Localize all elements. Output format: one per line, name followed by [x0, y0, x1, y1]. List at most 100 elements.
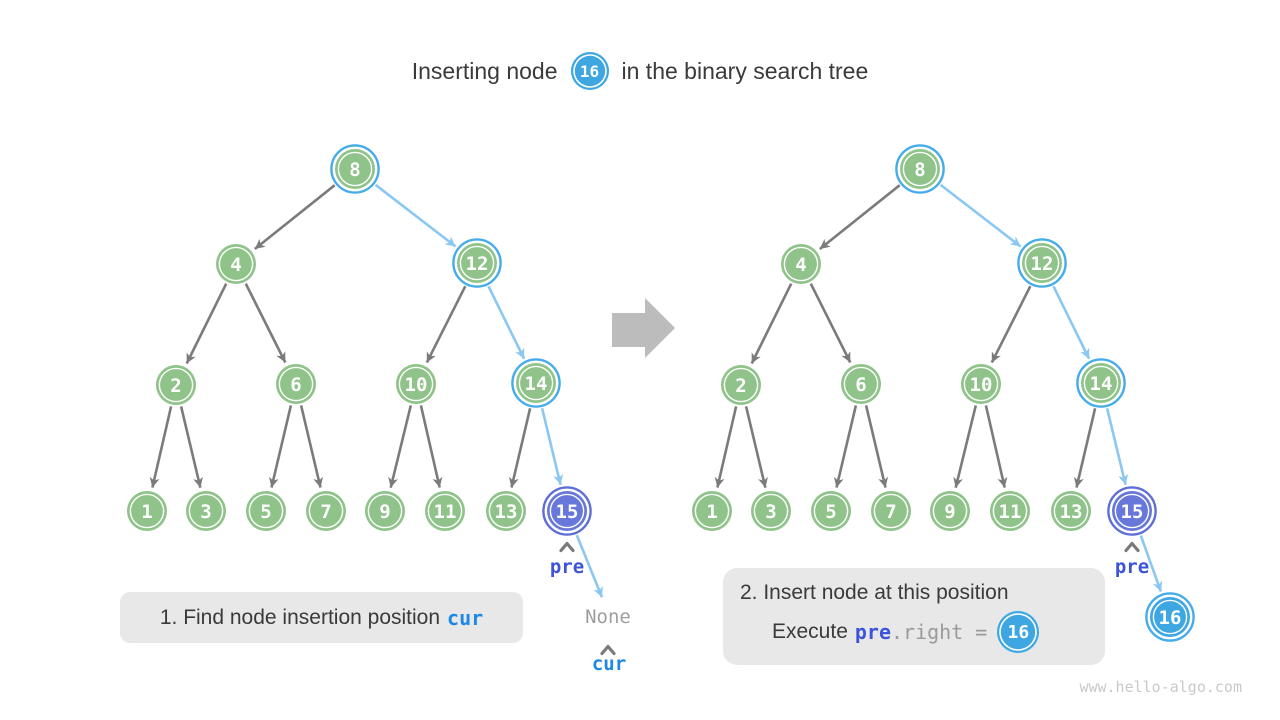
caret-up-icon	[600, 644, 616, 656]
tree-after-node-1: 1	[692, 491, 732, 531]
caption-step2: 2. Insert node at this position Execute …	[723, 568, 1105, 665]
svg-text:12: 12	[1031, 253, 1054, 275]
tree-before-edge-4-2	[185, 283, 228, 365]
tree-after-node-7: 7	[871, 491, 911, 531]
caption-step1-code-cur: cur	[447, 605, 484, 630]
figure-title: Inserting node 16 in the binary search t…	[0, 51, 1280, 91]
caption-step2-line1: 2. Insert node at this position	[740, 581, 1009, 604]
svg-text:9: 9	[379, 501, 390, 523]
svg-text:8: 8	[349, 159, 360, 181]
svg-text:4: 4	[230, 254, 241, 276]
title-node-badge: 16	[570, 52, 609, 90]
svg-text:14: 14	[525, 373, 548, 395]
tree-before-node-7: 7	[306, 491, 346, 531]
svg-text:3: 3	[765, 501, 776, 523]
svg-text:13: 13	[1060, 501, 1083, 523]
tree-before-edge-12-10	[425, 285, 467, 364]
svg-text:12: 12	[466, 253, 489, 275]
svg-text:5: 5	[825, 501, 836, 523]
tree-after-edge-10-11	[984, 405, 1008, 488]
svg-text:16: 16	[1159, 607, 1182, 629]
tree-after-edge-8-12	[939, 183, 1022, 248]
svg-text:7: 7	[320, 501, 331, 523]
tree-before-node-13: 13	[486, 491, 526, 531]
tree-before-edge-12-14	[487, 285, 526, 360]
tree-before-node-15: 15	[542, 486, 592, 536]
tree-after-node-8: 8	[895, 144, 945, 194]
title-node-badge-value: 16	[579, 61, 600, 81]
tree-after-node-4: 4	[781, 244, 821, 284]
caption-step2-execute: Execute	[772, 620, 848, 643]
tree-after-node-14: 14	[1076, 358, 1126, 408]
tree-after-edge-12-14	[1052, 285, 1091, 360]
caption-step2-node-badge-value: 16	[1007, 621, 1030, 643]
tree-after-node-16: 16	[1145, 592, 1195, 642]
tree-after-node-15: 15	[1107, 486, 1157, 536]
svg-text:4: 4	[795, 254, 806, 276]
tree-before-edge-8-12	[374, 183, 457, 248]
tree-before-edge-6-7	[299, 405, 324, 488]
tree-after-edge-14-15	[1105, 407, 1129, 486]
tree-before-node-6: 6	[276, 364, 316, 404]
tree-after-edge-6-5	[833, 405, 858, 488]
tree-after-node-3: 3	[751, 491, 791, 531]
caption-step1: 1. Find node insertion position cur	[120, 592, 523, 643]
tree-after-node-2: 2	[721, 365, 761, 405]
tree-before-edge-6-5	[268, 405, 293, 488]
svg-text:9: 9	[944, 501, 955, 523]
svg-text:15: 15	[556, 501, 579, 523]
tree-after-edge-8-4	[818, 184, 901, 251]
tree-after-node-6: 6	[841, 364, 881, 404]
tree-after-node-13: 13	[1051, 491, 1091, 531]
tree-before-node-8: 8	[330, 144, 380, 194]
svg-text:14: 14	[1090, 373, 1113, 395]
tree-after-node-10: 10	[961, 364, 1001, 404]
tree-before-edge-4-6	[244, 283, 287, 364]
svg-text:1: 1	[706, 501, 717, 523]
tree-after-edge-2-3	[744, 406, 768, 489]
caption-step2-line2: Execute pre .right = 16	[772, 611, 1105, 653]
tree-after-edge-6-7	[864, 405, 889, 488]
tree-before-edge-8-4	[253, 184, 336, 251]
caption-step1-text: 1. Find node insertion position	[159, 605, 441, 629]
svg-text:5: 5	[260, 501, 271, 523]
svg-text:11: 11	[999, 501, 1022, 523]
tree-after-node-12: 12	[1017, 238, 1067, 288]
tree-before-edge-14-15	[540, 407, 564, 486]
title-text-prefix: Inserting node	[411, 57, 558, 84]
caption-step2-code-pre: pre	[854, 620, 892, 644]
tree-after-node-5: 5	[811, 491, 851, 531]
tree-after-edge-15-16	[1139, 535, 1163, 593]
svg-text:6: 6	[290, 374, 301, 396]
svg-text:2: 2	[735, 375, 746, 397]
tree-before-label-pre: pre	[550, 556, 584, 578]
tree-before-edge-10-9	[388, 405, 413, 489]
caret-up-icon	[1124, 541, 1140, 553]
svg-text:8: 8	[914, 159, 925, 181]
tree-before-edge-15-none	[575, 534, 604, 598]
caption-step2-node-badge: 16	[997, 611, 1040, 653]
tree-before-edge-10-11	[419, 405, 443, 488]
tree-after-edge-2-1	[714, 406, 738, 488]
tree-after-node-11: 11	[990, 491, 1030, 531]
svg-text:10: 10	[970, 374, 993, 396]
tree-before-edge-2-3	[179, 406, 203, 489]
svg-text:13: 13	[495, 501, 518, 523]
tree-after-edge-12-10	[990, 285, 1032, 364]
tree-before-node-11: 11	[425, 491, 465, 531]
tree-before-node-4: 4	[216, 244, 256, 284]
tree-after-edge-10-9	[953, 405, 978, 489]
tree-before-node-5: 5	[246, 491, 286, 531]
caret-up-icon	[559, 541, 575, 553]
tree-before-node-9: 9	[365, 491, 405, 531]
tree-before-label-cur: cur	[592, 653, 626, 675]
title-text-suffix: in the binary search tree	[621, 57, 869, 84]
caption-step2-code-rest: .right =	[891, 620, 988, 644]
transition-arrow-icon	[612, 298, 675, 358]
svg-text:10: 10	[405, 374, 428, 396]
tree-after-node-9: 9	[930, 491, 970, 531]
svg-text:7: 7	[885, 501, 896, 523]
svg-text:2: 2	[170, 375, 181, 397]
